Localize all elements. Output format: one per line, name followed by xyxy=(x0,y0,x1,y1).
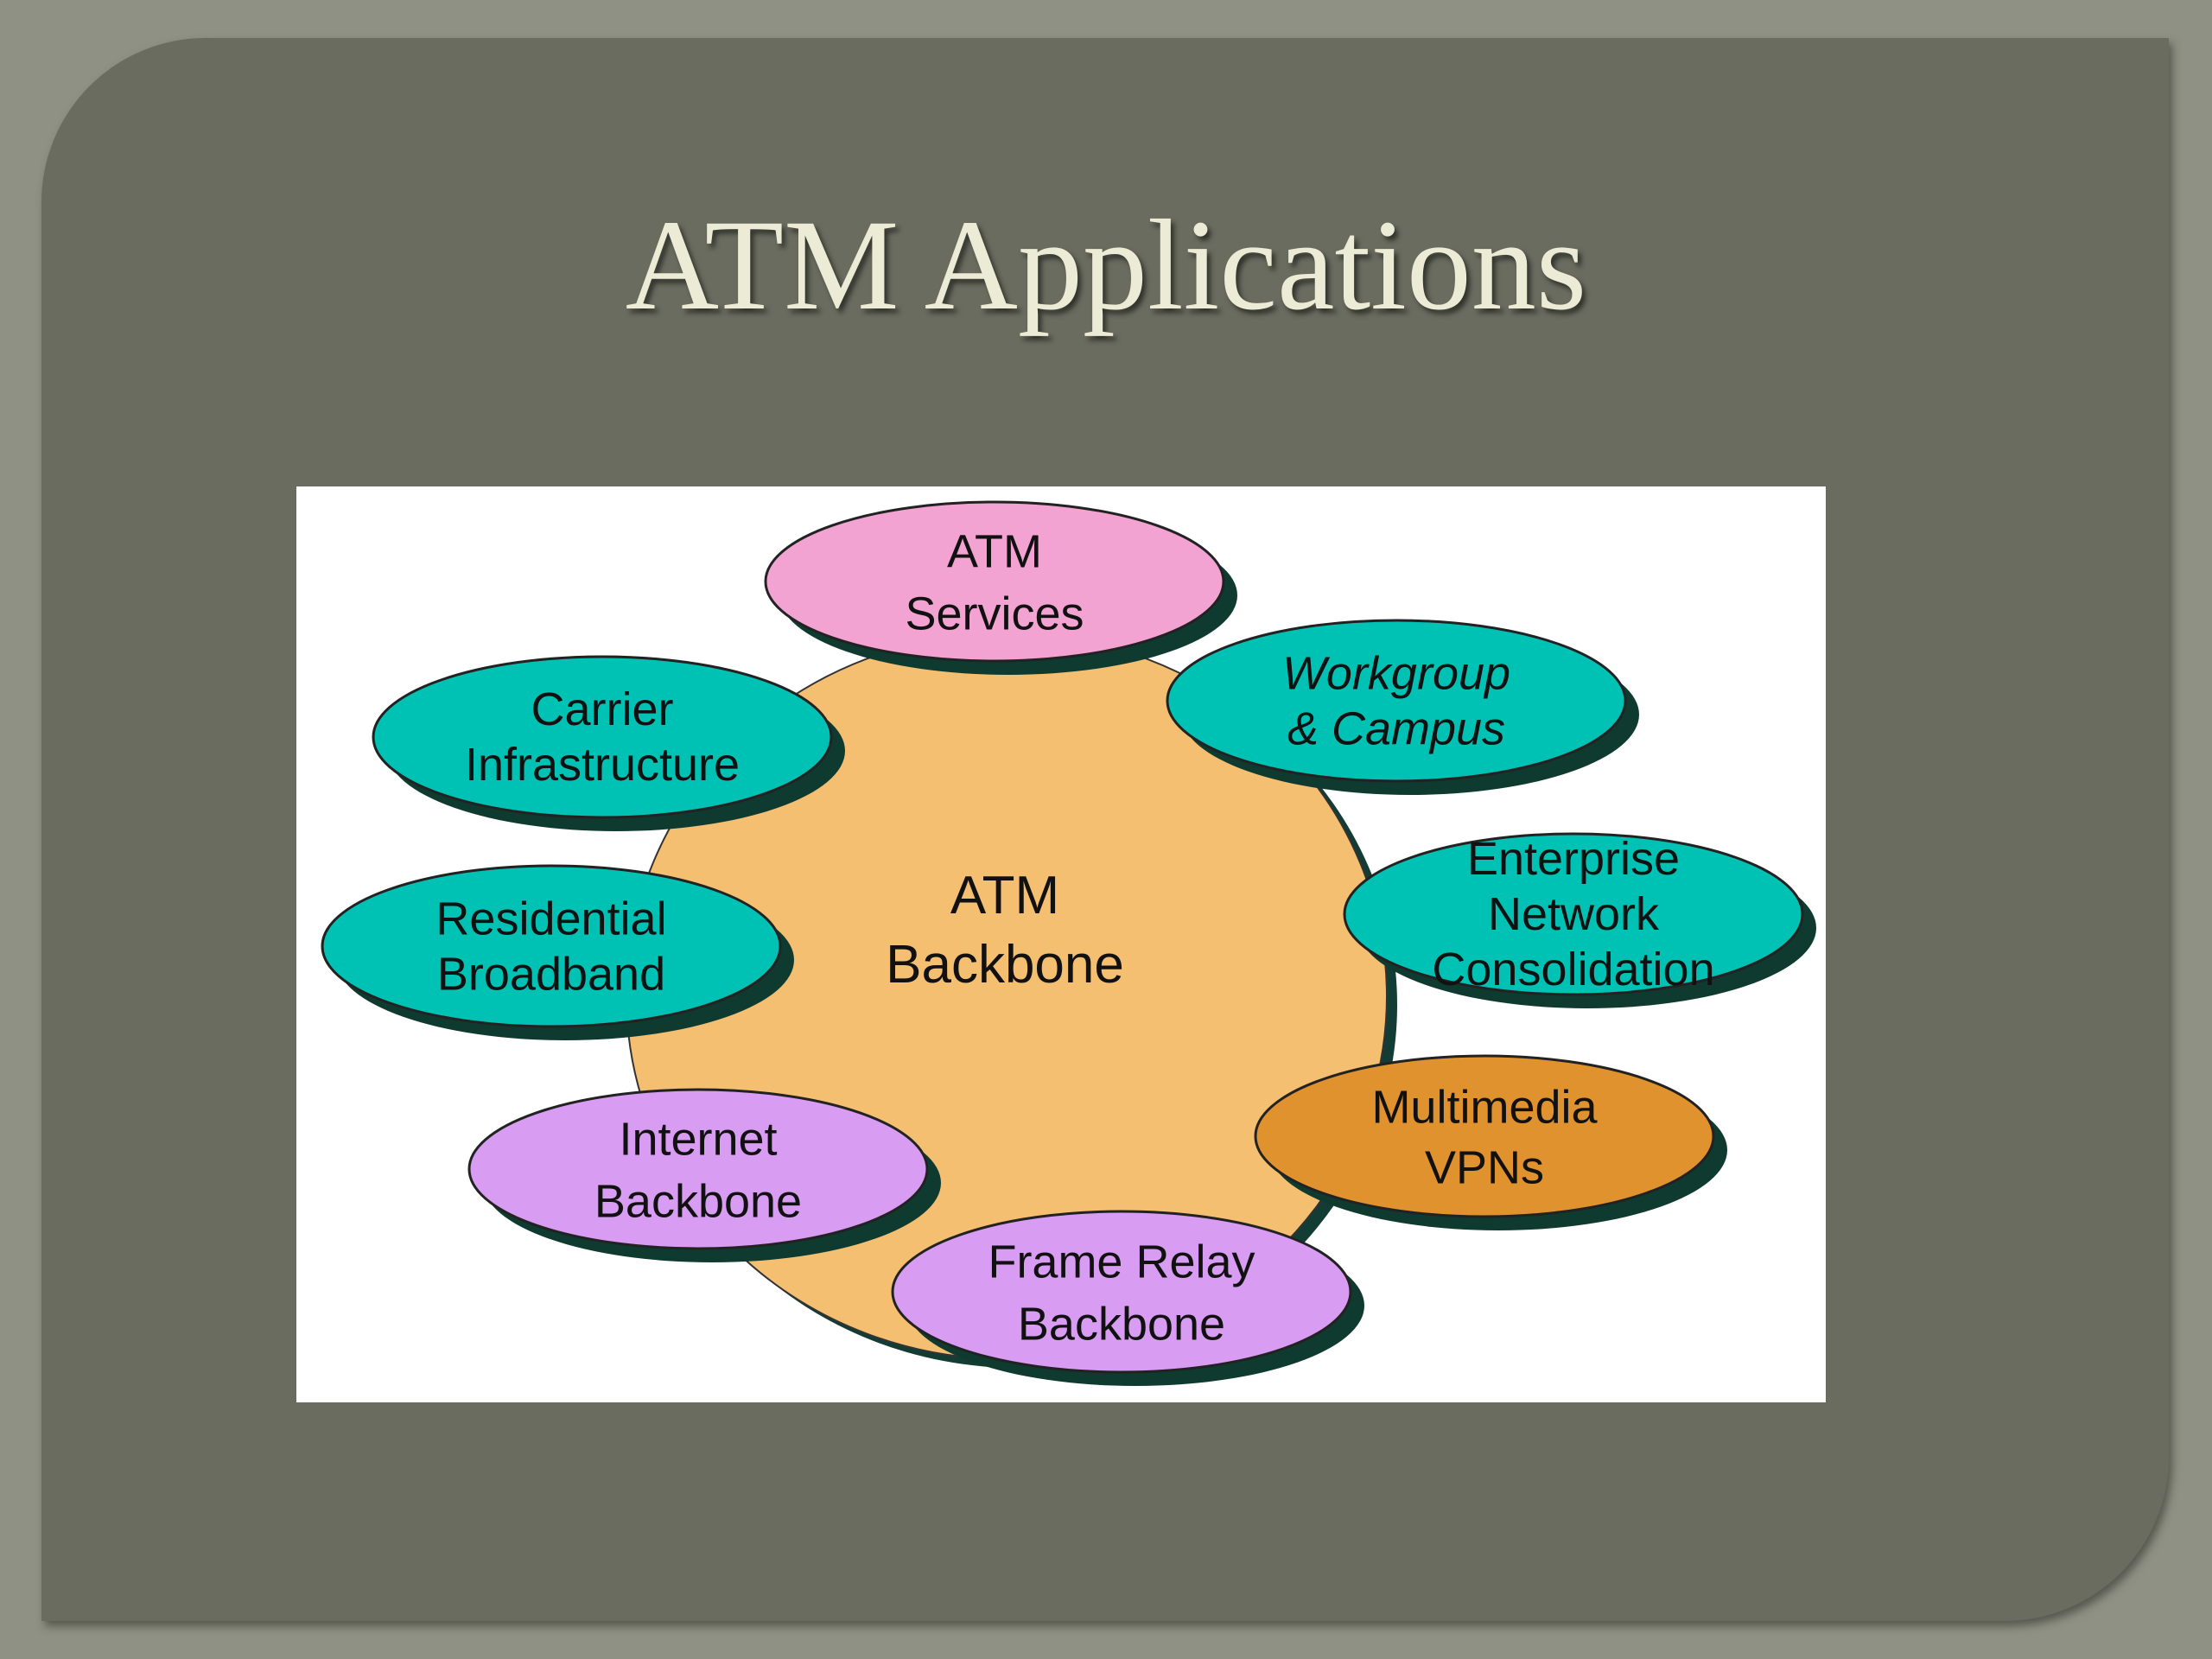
node-label-line: ATM xyxy=(947,525,1042,577)
hub-label-line: Backbone xyxy=(886,935,1124,995)
node-ellipse xyxy=(1343,832,1804,996)
node-ellipse xyxy=(372,655,833,819)
node-ellipse xyxy=(1166,619,1627,783)
node-label-line: Frame Relay xyxy=(988,1236,1255,1287)
node-atm-services: ATM Services xyxy=(764,500,1237,675)
node-ellipse xyxy=(321,864,782,1028)
node-label-line: Infrastructure xyxy=(465,739,740,791)
hub-label: ATM Backbone xyxy=(886,866,1124,995)
node-label-line: Multimedia xyxy=(1371,1081,1598,1133)
node-label-line: Workgroup xyxy=(1282,648,1510,700)
node-label-line: VPNs xyxy=(1425,1141,1544,1193)
node-label-line: Backbone xyxy=(1018,1298,1225,1350)
node-label-line: Consolidation xyxy=(1432,944,1714,995)
node-label-line: & Campus xyxy=(1287,703,1505,755)
node-ellipse xyxy=(467,1088,929,1250)
node-ellipse xyxy=(891,1210,1352,1374)
node-label-line: Backbone xyxy=(594,1175,802,1227)
hub-label-line: ATM xyxy=(950,866,1059,925)
slide-title: ATM Applications xyxy=(625,194,1587,337)
node-label: ATM Services xyxy=(905,525,1084,639)
node-label-line: Enterprise xyxy=(1467,833,1680,885)
node-label-line: Network xyxy=(1488,888,1660,940)
node-ellipse xyxy=(764,500,1225,663)
node-label-line: Residential xyxy=(435,893,666,945)
node-label: Workgroup& Campus xyxy=(1282,648,1510,755)
node-ellipse xyxy=(1254,1054,1715,1218)
node-label-line: Internet xyxy=(619,1113,777,1165)
node-workgroup-campus: Workgroup& Campus xyxy=(1166,619,1639,795)
node-label-line: Broadband xyxy=(437,949,665,1001)
node-label-line: Carrier xyxy=(531,683,673,735)
node-label-line: Services xyxy=(905,588,1084,639)
